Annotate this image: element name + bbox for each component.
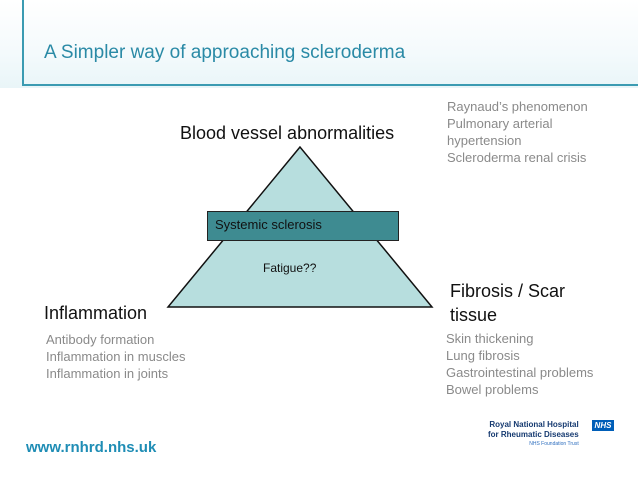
list-item: Gastrointestinal problems [446,365,594,380]
blood-vessel-list: Raynaud’s phenomenon Pulmonary arterial … [447,98,588,166]
list-item: Raynaud’s phenomenon [447,99,588,114]
list-item: Inflammation in muscles [46,349,186,364]
logo-line1: Royal National Hospital [489,420,579,429]
inflammation-heading: Inflammation [44,303,148,323]
header-vertical-rule [22,0,24,86]
slide-title: A Simpler way of approaching scleroderma [44,42,406,63]
nhs-logo-icon: NHS [592,420,614,431]
fibrosis-heading-line1: Fibrosis / Scar [450,281,566,301]
logo-line3: NHS Foundation Trust [529,441,579,447]
blood-vessel-heading: Blood vessel abnormalities [180,123,395,143]
list-item: Scleroderma renal crisis [447,150,587,165]
list-item: Pulmonary arterial [447,116,553,131]
header-horizontal-rule [22,84,638,86]
fibrosis-heading: Fibrosis / Scar tissue [450,279,565,327]
fibrosis-heading-line2: tissue [450,305,498,325]
list-item: Skin thickening [446,331,534,346]
logo-line2: for Rheumatic Diseases [488,430,579,439]
hospital-logo: Royal National Hospital for Rheumatic Di… [488,420,579,448]
list-item: Inflammation in joints [46,366,169,381]
fibrosis-list: Skin thickening Lung fibrosis Gastrointe… [446,330,593,398]
inflammation-list: Antibody formation Inflammation in muscl… [46,331,185,382]
list-item: Antibody formation [46,332,155,347]
systemic-sclerosis-label: Systemic sclerosis [215,217,322,232]
list-item: Bowel problems [446,382,539,397]
fatigue-label: Fatigue?? [263,261,317,275]
footer-url: www.rnhrd.nhs.uk [26,439,157,456]
header-band [0,0,638,88]
list-item: Lung fibrosis [446,348,520,363]
systemic-sclerosis-box [207,211,399,241]
list-item: hypertension [447,133,522,148]
